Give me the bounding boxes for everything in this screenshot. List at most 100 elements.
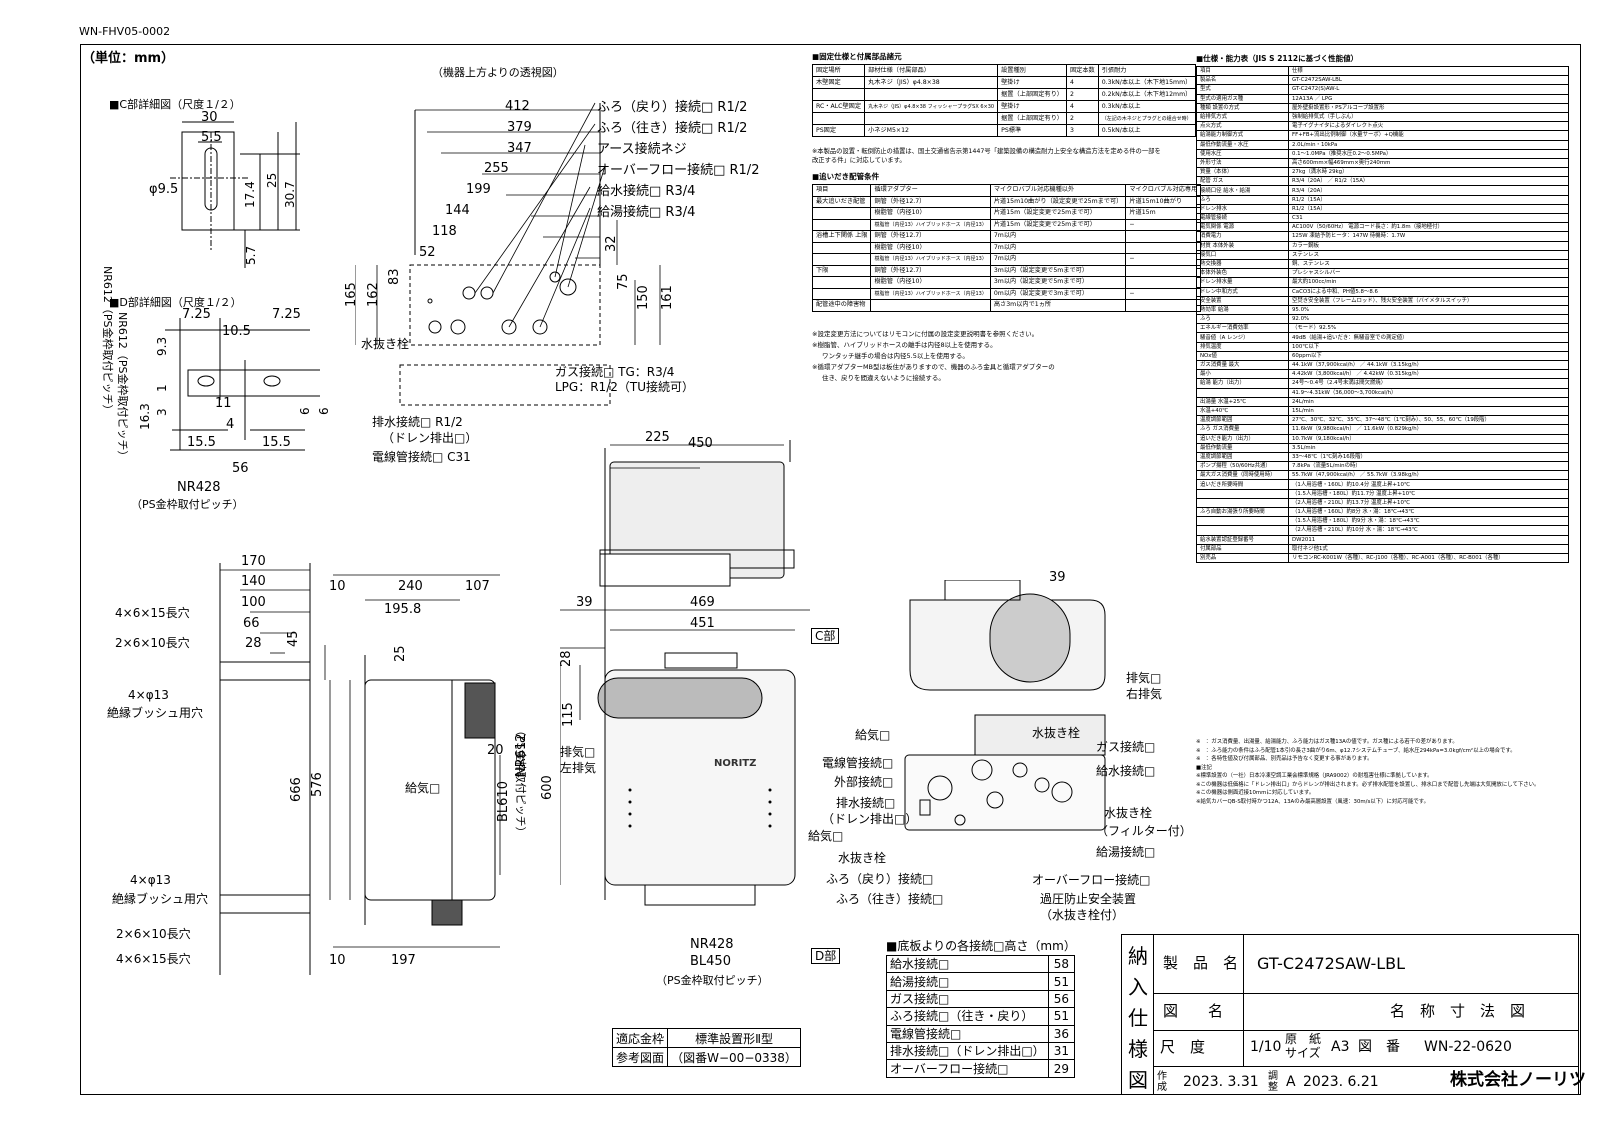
adjust-date: 2023. 6.21 bbox=[1303, 1074, 1379, 1090]
top-dim-32: 32 bbox=[604, 235, 619, 252]
spec-value: リモコンRC-K001W（各種）、RC-J100（各種）、RC-A001（各種）… bbox=[1288, 552, 1569, 564]
table-cell: 7m以内 bbox=[989, 230, 1127, 243]
spec-value: 10.7kW（9,180kcal/h） bbox=[1288, 433, 1569, 444]
spec-value: R3/4（20A） bbox=[1288, 185, 1569, 196]
table-cell: 0.3kN/本以上 bbox=[1097, 100, 1196, 113]
spec-row: 追いだき能力（出力）10.7kW（9,180kcal/h） bbox=[1196, 433, 1569, 444]
table-cell: 銅管（外径12.7） bbox=[870, 264, 991, 277]
side-dim-10b: 10 bbox=[329, 953, 346, 968]
top-label-hot-water: 給湯接続□ R3/4 bbox=[597, 205, 696, 220]
spec-item: ポンプ揚程（50/60Hz共通） bbox=[1196, 461, 1289, 472]
spec-note: ※給気カバーQB-S取付時かつ12A、13Aのみ最高層設置（風速：30m/s以下… bbox=[1196, 798, 1430, 805]
spec-item: 配管 ガス bbox=[1196, 176, 1289, 187]
spec-item: ふろ自動お湯張り所要時間 bbox=[1196, 506, 1289, 518]
table-cell: 3m以内（設定変更で5mまで可） bbox=[989, 264, 1127, 277]
doc-code: WN-FHV05-0002 bbox=[79, 25, 171, 38]
side-hole-1: 4×6×15長穴 bbox=[115, 606, 190, 620]
top-dim-255: 255 bbox=[484, 161, 509, 176]
spec-item: 水温+40℃ bbox=[1196, 405, 1289, 417]
table-cell: 7m以内 bbox=[989, 241, 1127, 254]
spec-value: 銅、ステンレス bbox=[1288, 258, 1569, 270]
table-cell: 0.5kN/本以上 bbox=[1097, 124, 1196, 137]
side-dim-140: 140 bbox=[241, 574, 266, 589]
title-block-h2 bbox=[1153, 1030, 1579, 1031]
detail-d-dim-j: 6 bbox=[298, 407, 312, 415]
table-cell: （図番W−00−0338） bbox=[667, 1047, 801, 1067]
table-cell: 給湯接続□ bbox=[886, 972, 1049, 991]
spec-item: 最小 bbox=[1196, 369, 1289, 380]
top-label-earth: アース接続ネジ bbox=[597, 142, 687, 157]
spec-value: 27kg（満水時 29kg） bbox=[1288, 167, 1569, 178]
spec-note: ※ ：ふろ能力の条件はふろ配管1本引の長さ3曲がり6m、φ12.7システムチュー… bbox=[1196, 747, 1516, 754]
paper-value: A3 bbox=[1331, 1039, 1350, 1055]
spec-item: ガス消費量 最大 bbox=[1196, 359, 1289, 371]
table-row: オーバーフロー接続□29 bbox=[886, 1059, 1076, 1078]
top-dim-379: 379 bbox=[507, 120, 532, 135]
table-row: 排水接続□（ドレン排出□）31 bbox=[886, 1041, 1076, 1061]
table-cell: 丸木ネジ（JIS）φ4.8×38 bbox=[864, 76, 999, 89]
bottom-left-label-5: 水抜き栓 bbox=[838, 851, 887, 865]
spec-value: 125W 凍結予防ヒータ：147W 待機時：1.7W bbox=[1288, 231, 1569, 242]
bottom-left-label-4: （ドレン排出□） bbox=[822, 812, 918, 826]
spec-value: 高さ600mm×幅469mm×奥行240mm bbox=[1288, 157, 1569, 169]
spec-row: 点火方式電子イグナイタによるダイレクト点火 bbox=[1196, 121, 1569, 132]
spec-item: 最低作動流量 bbox=[1196, 442, 1289, 453]
table-cell: 参考図面 bbox=[611, 1047, 669, 1067]
top-dim-347: 347 bbox=[507, 141, 532, 156]
spec-row: 追いだき所要時間（1人用浴槽・160L）約10.4分 温度上昇+10℃ bbox=[1196, 479, 1569, 490]
table-cell: 0.3kN/本以上（木下地15mm） bbox=[1097, 76, 1196, 89]
table-cell: 2 bbox=[1065, 112, 1099, 125]
table-cell: 樹脂管（内径10） bbox=[870, 207, 991, 220]
detail-c-dim-25: 25 bbox=[265, 172, 279, 188]
spec-item: ドレン中和方式 bbox=[1196, 286, 1289, 297]
detail-d-dim-i: 4 bbox=[226, 417, 235, 432]
title-block-h3 bbox=[1153, 1066, 1579, 1067]
spec-item: 排気温度 bbox=[1196, 341, 1289, 352]
bottom-left-label-6: ふろ（戻り）接続□ bbox=[826, 872, 934, 886]
spec-item: 質量（本体） bbox=[1196, 167, 1289, 178]
spec-value: AC100V（50/60Hz） 電源コード長さ：約1.8m（接地極付） bbox=[1288, 222, 1569, 233]
spec-row: 質量（本体）27kg（満水時 29kg） bbox=[1196, 167, 1569, 178]
table-cell: 0m以内（設定変更で3mまで可） bbox=[989, 287, 1127, 300]
title-block-border bbox=[1121, 934, 1579, 1095]
detail-d-dim-f: 16.3 bbox=[138, 403, 152, 430]
side-dim-100: 100 bbox=[241, 595, 266, 610]
table-cell bbox=[864, 88, 999, 101]
spec-item bbox=[1196, 497, 1289, 509]
spec-value: 92.0% bbox=[1288, 314, 1569, 325]
spec-row: ポンプ揚程（50/60Hz共通）7.8kPa（流量5L/minの時） bbox=[1196, 461, 1569, 472]
side-dim-197: 197 bbox=[391, 953, 416, 968]
front-view-drawing bbox=[560, 440, 810, 906]
rev-letter: A bbox=[1286, 1074, 1296, 1090]
table-cell: 51 bbox=[1047, 972, 1076, 991]
top-dim-412: 412 bbox=[505, 99, 530, 114]
spec-item: NOx値 bbox=[1196, 350, 1289, 362]
front-dim-28: 28 bbox=[559, 650, 574, 667]
table-cell: 据置（上部固定有り） bbox=[997, 88, 1067, 101]
side-intake: 給気□ bbox=[405, 781, 441, 795]
top-label-gas: ガス接続□ TG：R3/4 bbox=[555, 365, 675, 379]
spec-note: ※ ：ガス消費量、出湯量、給湯能力、ふろ能力はガス種13Aの値です。ガス種による… bbox=[1196, 739, 1458, 745]
spec-item bbox=[1196, 387, 1289, 398]
spec-value: 11.6kW（9,980kcal/h） ／ 11.6kW（0.829kg/h） bbox=[1288, 424, 1569, 435]
table-cell: 銅管（外径12.7） bbox=[870, 195, 991, 208]
front-dim-450: 450 bbox=[688, 436, 713, 451]
bottom-dim-39: 39 bbox=[1049, 570, 1066, 585]
table-cell: 下限 bbox=[811, 264, 872, 277]
detail-d-dim-c: 7.25 bbox=[272, 307, 301, 322]
top-dim-83: 83 bbox=[387, 268, 402, 285]
table-cell: 標準設置形Ⅱ型 bbox=[667, 1028, 801, 1048]
heights-table: 給水接続□58 給湯接続□51 ガス接続□56 ふろ接続□（往き・戻り）51 電… bbox=[886, 954, 1076, 1078]
detail-d-bottom: NR428 bbox=[177, 480, 221, 495]
side-hole-4: 4×φ13 bbox=[130, 873, 171, 887]
top-dim-150: 150 bbox=[636, 285, 651, 310]
top-label-drain-plug: 水抜き栓 bbox=[361, 337, 410, 351]
table-cell: 高さ3m以内で1ヵ所 bbox=[989, 299, 1127, 312]
detail-c-dim-30: 30 bbox=[201, 110, 218, 125]
